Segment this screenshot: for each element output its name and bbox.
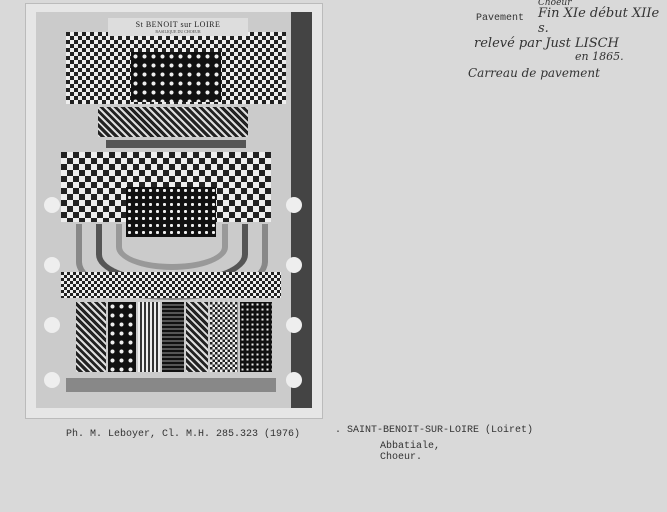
pavement-drawing: St BENOIT sur LOIRE BASILIQUE DU CHOEUR [36, 12, 312, 408]
annotation-year: en 1865. [575, 50, 624, 63]
annotation-releve: relevé par Just LISCH [474, 36, 619, 51]
annotation-carreau: Carreau de pavement [468, 66, 600, 80]
annotation-date: Fin XIe début XIIe s. [538, 6, 660, 36]
plate-subtitle: BASILIQUE DU CHOEUR [155, 29, 201, 34]
annotation-choeur: Choeur [538, 0, 572, 8]
caption-building: Abbatiale, [380, 441, 441, 452]
middle-panel [61, 152, 271, 222]
plate-title-text: St BENOIT sur LOIRE [135, 20, 221, 29]
annotation-pavement: Pavement [476, 13, 525, 24]
plate-title: St BENOIT sur LOIRE BASILIQUE DU CHOEUR [108, 18, 248, 36]
caption-location: . SAINT-BENOIT-SUR-LOIRE (Loiret) [335, 425, 534, 436]
pavement-photograph: St BENOIT sur LOIRE BASILIQUE DU CHOEUR [25, 3, 323, 419]
photo-credit: Ph. M. Leboyer, Cl. M.H. 285.323 (1976) [66, 429, 301, 440]
caption-part: Choeur. [380, 452, 423, 463]
